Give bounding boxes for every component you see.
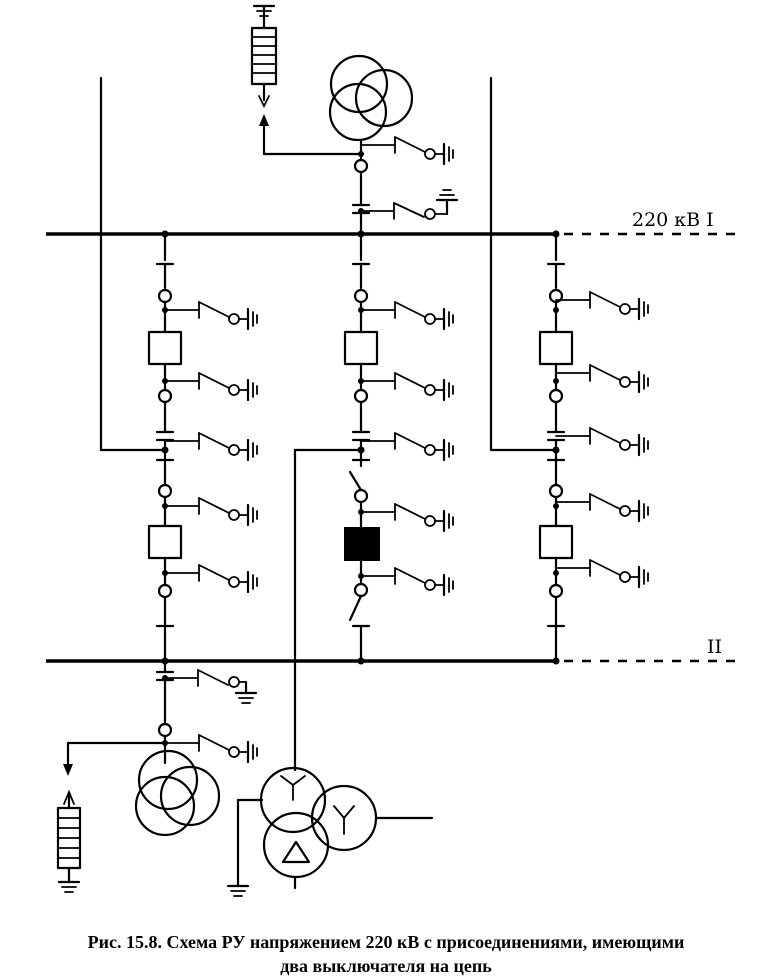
three-winding-transformer (226, 766, 434, 897)
single-line-diagram: 220 кВ I II (46, 4, 738, 897)
left-line-bay (99, 76, 259, 665)
top-transformer-bay (250, 4, 459, 238)
figure-caption: Рис. 15.8. Схема РУ напряжением 220 кВ с… (0, 930, 772, 978)
right-line-bay (489, 76, 650, 665)
bus-2-label: II (707, 636, 722, 658)
caption-line-1: Рис. 15.8. Схема РУ напряжением 220 кВ с… (87, 932, 685, 952)
middle-bay (293, 232, 455, 772)
caption-line-2: два выключателя на цепь (280, 956, 492, 976)
left-transformer-bay (56, 659, 259, 893)
bus-1-label: 220 кВ I (632, 209, 714, 231)
